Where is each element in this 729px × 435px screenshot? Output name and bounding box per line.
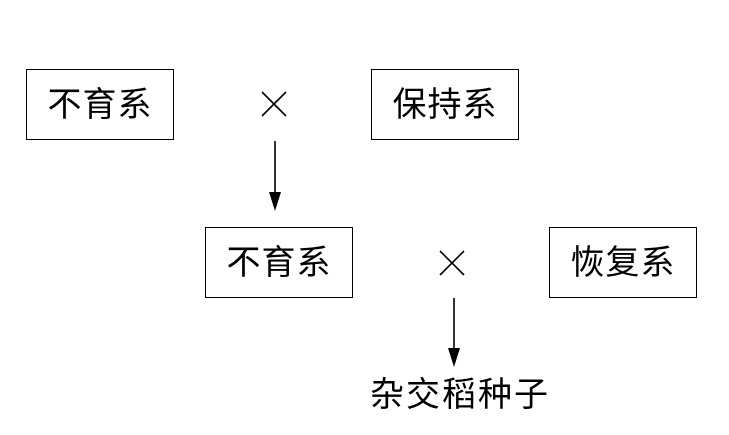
cross-icon-1 — [261, 91, 287, 117]
maintainer-line-label: 保持系 — [392, 84, 498, 125]
sterile-line-box-1: 不育系 — [26, 69, 174, 140]
maintainer-line-box: 保持系 — [371, 69, 519, 140]
arrow-down-icon-2 — [448, 298, 460, 367]
cross-icon-2 — [439, 250, 465, 276]
restorer-line-box: 恢复系 — [549, 227, 697, 298]
hybrid-rice-seed-label: 杂交稻种子 — [370, 375, 550, 415]
restorer-line-label: 恢复系 — [570, 242, 676, 283]
sterile-line-box-2: 不育系 — [205, 227, 353, 298]
sterile-line-label-2: 不育系 — [226, 242, 332, 283]
sterile-line-label-1: 不育系 — [47, 84, 153, 125]
arrow-down-icon-1 — [269, 141, 281, 211]
